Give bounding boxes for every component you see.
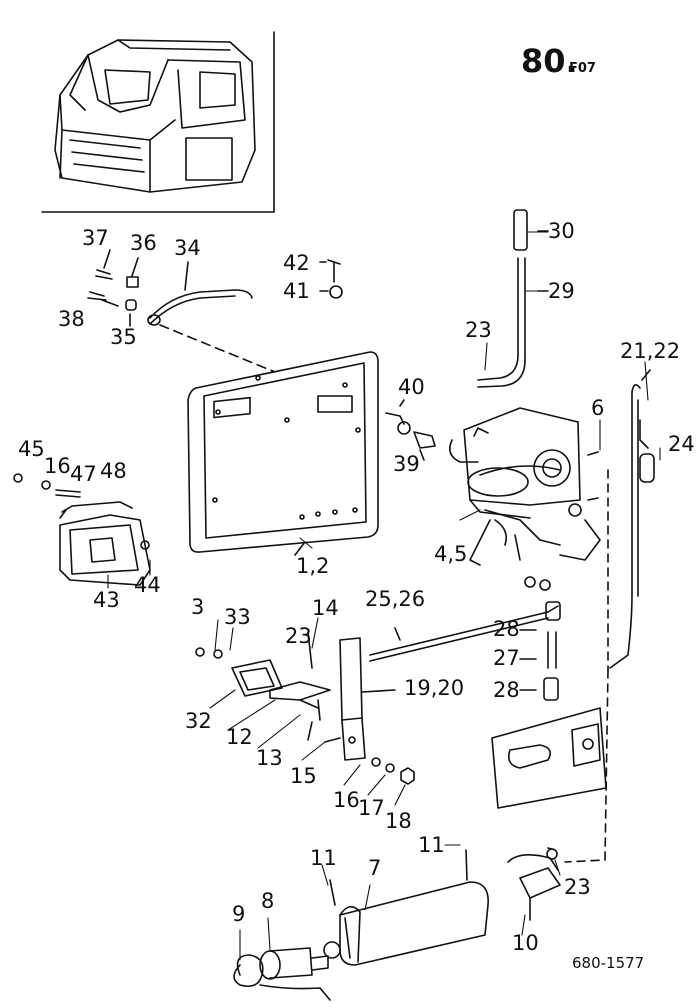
callout-label: 48	[100, 459, 127, 483]
callout-label: 8	[261, 889, 275, 913]
drawing-number: 680-1577	[572, 954, 645, 972]
callout-label: 27	[493, 646, 520, 670]
callout-label: 33	[224, 605, 251, 629]
callout-label: 23	[564, 875, 591, 899]
door-trim-panel	[187, 351, 379, 556]
cab-inset	[41, 31, 275, 213]
callout-label: 41	[283, 279, 310, 303]
callout-label: 10	[512, 931, 539, 955]
callout-label: 14	[312, 596, 339, 620]
callout-label: 21,22	[620, 339, 681, 363]
callout-label: 16	[333, 788, 360, 812]
fastener-39-40	[385, 399, 436, 461]
callout-label: 38	[58, 307, 85, 331]
spring-9	[233, 954, 331, 1001]
callout-label: 24	[668, 432, 695, 456]
callout-label: 6	[591, 396, 605, 420]
callout-label: 28	[493, 678, 520, 702]
callout-label: 43	[93, 588, 120, 612]
page-number-suffix: F07	[569, 61, 596, 76]
callout-label: 1,2	[296, 554, 330, 578]
callout-label: 9	[232, 902, 246, 926]
exterior-handle-plate	[491, 707, 607, 809]
callout-label: 37	[82, 226, 109, 250]
callout-label: 11	[310, 846, 337, 870]
screw-41-42	[319, 259, 343, 299]
callout-label: 40	[398, 375, 425, 399]
callout-leaders	[107, 231, 661, 961]
door-lock-mechanism	[449, 407, 601, 591]
callout-label: 19,20	[404, 676, 465, 700]
callout-label: 13	[256, 746, 283, 770]
callout-label: 25,26	[365, 587, 426, 611]
callout-label: 44	[134, 573, 161, 597]
control-rod-25-26	[369, 605, 559, 662]
callout-label: 16	[44, 454, 71, 478]
callout-label: 28	[493, 617, 520, 641]
callout-label: 34	[174, 236, 201, 260]
callout-label: 17	[358, 796, 385, 820]
nuts-16-17-18	[371, 757, 415, 785]
inner-handle-32	[195, 631, 341, 743]
callout-label: 11	[418, 833, 445, 857]
inner-handle-43	[13, 473, 151, 586]
pin-27-28	[519, 601, 561, 701]
callout-label: 35	[110, 325, 137, 349]
callout-label: 18	[385, 809, 412, 833]
callout-label: 47	[70, 462, 97, 486]
lock-cylinder-8	[259, 941, 341, 980]
callout-label: 29	[548, 279, 575, 303]
callout-label: 3	[191, 595, 205, 619]
callout-label: 15	[290, 764, 317, 788]
exterior-handle-7	[329, 849, 489, 966]
callout-label: 23	[465, 318, 492, 342]
tie-rod-21-22	[609, 369, 655, 669]
callout-label: 45	[18, 437, 45, 461]
callout-label: 36	[130, 231, 157, 255]
lever-10	[507, 847, 561, 921]
callout-label: 30	[548, 219, 575, 243]
link-rod-34	[87, 249, 253, 327]
page-number: 80.	[521, 42, 578, 80]
callout-label: 39	[393, 452, 420, 476]
callout-label: 23	[285, 624, 312, 648]
callout-label: 7	[368, 856, 382, 880]
callout-label: 32	[185, 709, 212, 733]
callout-label: 4,5	[434, 542, 468, 566]
callout-label: 12	[226, 725, 253, 749]
callout-label: 42	[283, 251, 310, 275]
rod-assembly	[477, 209, 549, 388]
